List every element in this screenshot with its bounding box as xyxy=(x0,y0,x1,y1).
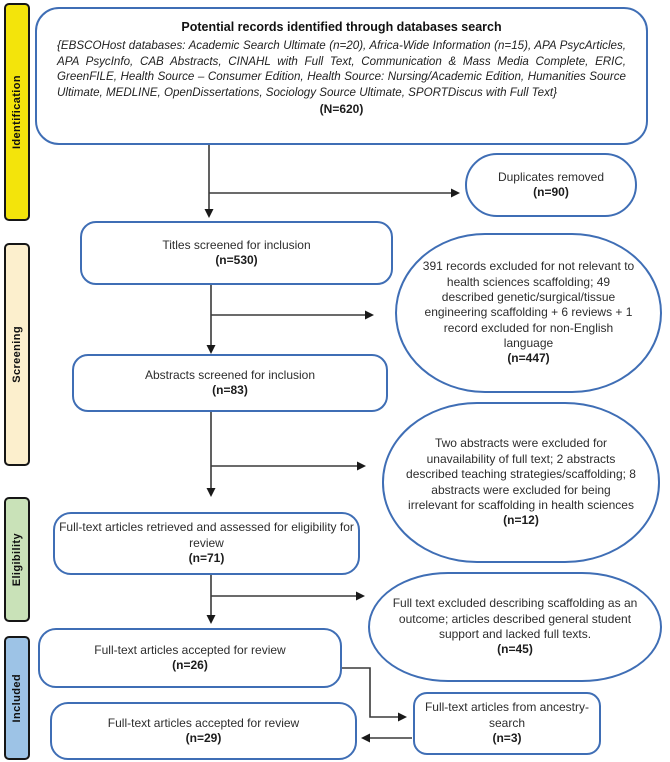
accepted-29-label: Full-text articles accepted for review xyxy=(107,715,300,730)
abstracts-excluded-label: Two abstracts were excluded for unavaila… xyxy=(406,436,636,512)
records-excluded-label: 391 records excluded for not relevant to… xyxy=(422,259,635,351)
potential-records-databases: {EBSCOHost databases: Academic Search Ul… xyxy=(57,39,626,99)
node-records-excluded: 391 records excluded for not relevant to… xyxy=(395,233,662,393)
stage-bar-eligibility: Eligibility xyxy=(4,497,30,622)
duplicates-removed-count: (n=90) xyxy=(533,185,569,199)
fulltext-assessed-count: (n=71) xyxy=(188,551,225,566)
node-ancestry-search: Full-text articles from ancestry-search … xyxy=(413,692,601,755)
node-duplicates-removed: Duplicates removed (n=90) xyxy=(465,153,637,217)
stage-label-included: Included xyxy=(11,673,23,723)
arrowhead-right-duplicates xyxy=(451,188,460,198)
stage-label-eligibility: Eligibility xyxy=(11,532,23,587)
node-titles-screened: Titles screened for inclusion (n=530) xyxy=(80,221,393,285)
titles-screened-count: (n=530) xyxy=(215,253,258,267)
fulltext-assessed-label: Full-text articles retrieved and assesse… xyxy=(59,520,354,550)
arrowhead-left-accepted29 xyxy=(361,733,370,743)
ancestry-search-label: Full-text articles from ancestry-search xyxy=(424,700,590,730)
node-potential-records: Potential records identified through dat… xyxy=(35,7,648,145)
arrowhead-down-abstracts xyxy=(206,345,216,354)
accepted-29-count: (n=29) xyxy=(185,731,222,745)
abstracts-screened-count: (n=83) xyxy=(212,383,248,397)
stage-label-identification: Identification xyxy=(11,74,23,150)
duplicates-removed-label: Duplicates removed xyxy=(497,169,605,184)
records-excluded-count: (n=447) xyxy=(507,351,550,366)
node-accepted-for-review-26: Full-text articles accepted for review (… xyxy=(38,628,342,688)
stage-bar-identification: Identification xyxy=(4,3,30,221)
abstracts-screened-label: Abstracts screened for inclusion xyxy=(144,367,316,382)
stage-bar-included: Included xyxy=(4,636,30,760)
node-abstracts-excluded: Two abstracts were excluded for unavaila… xyxy=(382,402,660,563)
ancestry-search-count: (n=3) xyxy=(492,731,522,746)
arrowhead-right-records-excluded xyxy=(365,310,374,320)
potential-records-title: Potential records identified through dat… xyxy=(181,20,502,34)
stage-label-screening: Screening xyxy=(11,326,23,383)
arrowhead-right-abstracts-excluded xyxy=(357,461,366,471)
titles-screened-label: Titles screened for inclusion xyxy=(162,237,311,252)
node-accepted-for-review-29: Full-text articles accepted for review (… xyxy=(50,702,357,760)
abstracts-excluded-count: (n=12) xyxy=(503,513,539,528)
arrowhead-down-titles xyxy=(204,209,214,218)
node-abstracts-screened: Abstracts screened for inclusion (n=83) xyxy=(72,354,388,412)
accepted-26-count: (n=26) xyxy=(172,658,208,672)
arrowhead-right-fulltext-excluded xyxy=(356,591,365,601)
arrowhead-down-accepted26 xyxy=(206,615,216,624)
fulltext-excluded-label: Full text excluded describing scaffoldin… xyxy=(392,596,638,641)
arrowhead-down-fulltext xyxy=(206,488,216,497)
potential-records-count: (N=620) xyxy=(319,102,364,117)
node-fulltext-excluded: Full text excluded describing scaffoldin… xyxy=(368,572,662,682)
stage-bar-screening: Screening xyxy=(4,243,30,466)
arrowhead-right-ancestry xyxy=(398,712,407,722)
accepted-26-label: Full-text articles accepted for review xyxy=(94,642,286,657)
node-fulltext-assessed: Full-text articles retrieved and assesse… xyxy=(53,512,360,575)
fulltext-excluded-count: (n=45) xyxy=(497,642,533,657)
